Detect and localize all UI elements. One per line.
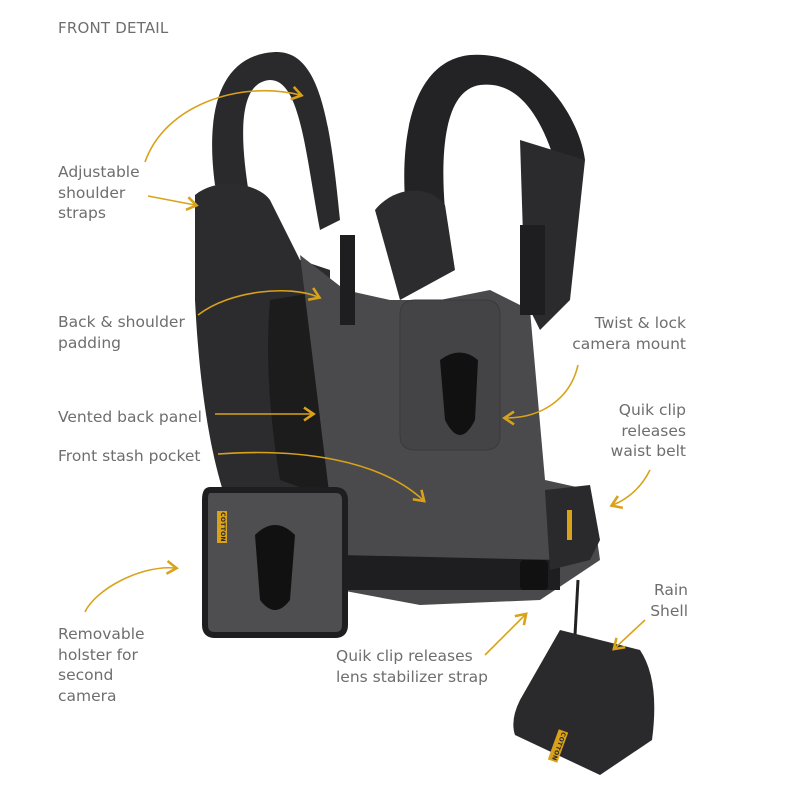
callout-arrows [84,85,651,656]
right-chest-strap [520,225,545,315]
callout-line: Twist & lock [594,314,686,332]
callout-line: Quik clip releases [336,647,473,665]
holster-mount-icon [255,525,295,610]
callout-quik-clip-waist-belt: Quik clip releases waist belt [611,400,686,462]
callout-line: straps [58,204,106,223]
belt-accent [567,510,572,540]
callout-line: Adjustable [58,163,140,181]
left-chest-strap [340,235,355,325]
callout-line: Front stash pocket [58,447,201,465]
callout-line: Quik clip [618,401,686,419]
callout-line: Rain [653,581,688,599]
callout-line: Back & shoulder [58,313,185,331]
right-shoulder-strap [404,54,585,210]
callout-rain-shell: Rain Shell [650,580,688,621]
right-back-padding [375,190,455,300]
callout-line: lens stabilizer strap [336,667,488,686]
callout-quik-clip-lens-strap: Quik clip releases lens stabilizer strap [336,646,488,687]
callout-vented-back-panel: Vented back panel [58,407,202,428]
callout-line: Vented back panel [58,408,202,426]
callout-twist-lock-mount: Twist & lock camera mount [572,313,686,354]
callout-line: releases [621,421,686,440]
callout-removable-holster: Removable holster for second camera [58,624,145,707]
callout-line: Shell [650,601,688,620]
waist-belt [545,485,600,570]
callout-line: camera mount [572,334,686,353]
camera-mount-icon [440,352,478,435]
page-title: FRONT DETAIL [58,19,169,37]
callout-line: waist belt [610,442,686,461]
rain-shell-clip [573,579,580,636]
callout-line: camera [58,687,117,706]
callout-line: padding [58,333,121,352]
holster-brand-tag: COTTON [217,511,227,543]
lens-stabilizer-strap [340,555,560,590]
callout-line: holster for [58,645,138,664]
rain-shell-pouch [513,630,655,775]
callout-line: shoulder [58,183,126,202]
callout-line: second [58,666,114,685]
callout-back-shoulder-padding: Back & shoulder padding [58,312,185,353]
callout-adjustable-shoulder-straps: Adjustable shoulder straps [58,162,140,224]
callout-front-stash-pocket: Front stash pocket [58,446,201,467]
callout-line: Removable [58,625,145,643]
quik-clip-buckle [520,560,548,590]
